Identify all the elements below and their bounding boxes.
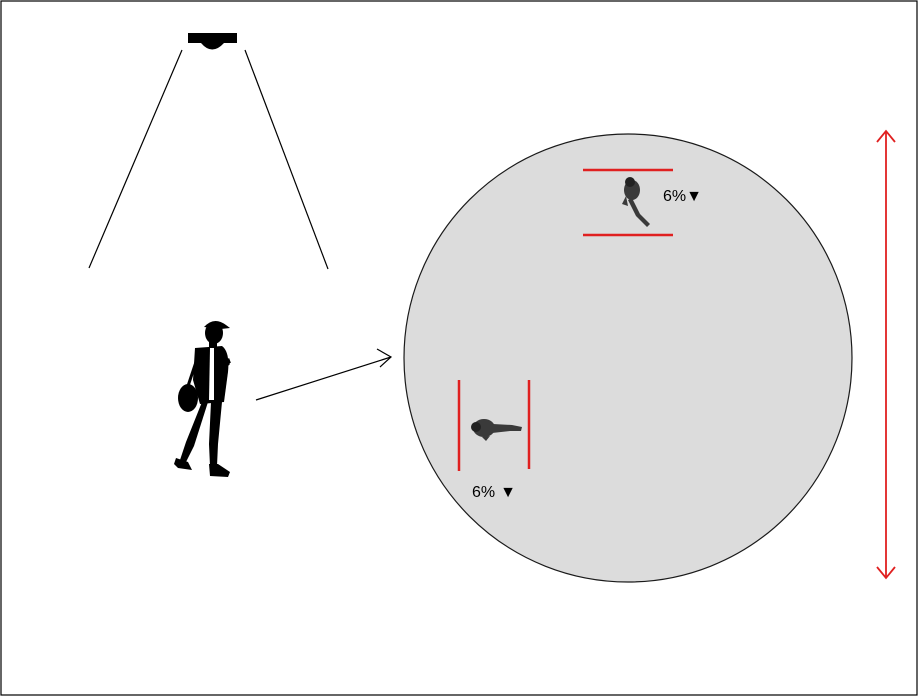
pointer-arrow [255, 348, 393, 401]
camera-view-circle [403, 133, 853, 583]
left-person-label: 6%▼ [472, 484, 516, 501]
double-arrow-icon [876, 129, 896, 580]
top-person-label: 6%▼ [663, 188, 702, 205]
walking-person-icon [174, 320, 231, 477]
top-view-person-icon [622, 177, 650, 227]
top-detection-box [583, 168, 673, 237]
fov-line-right [244, 49, 329, 270]
fov-line-left [88, 49, 183, 269]
left-detection-box [457, 380, 531, 471]
top-view-person-icon [471, 419, 522, 441]
ceiling-camera-icon [188, 33, 237, 50]
